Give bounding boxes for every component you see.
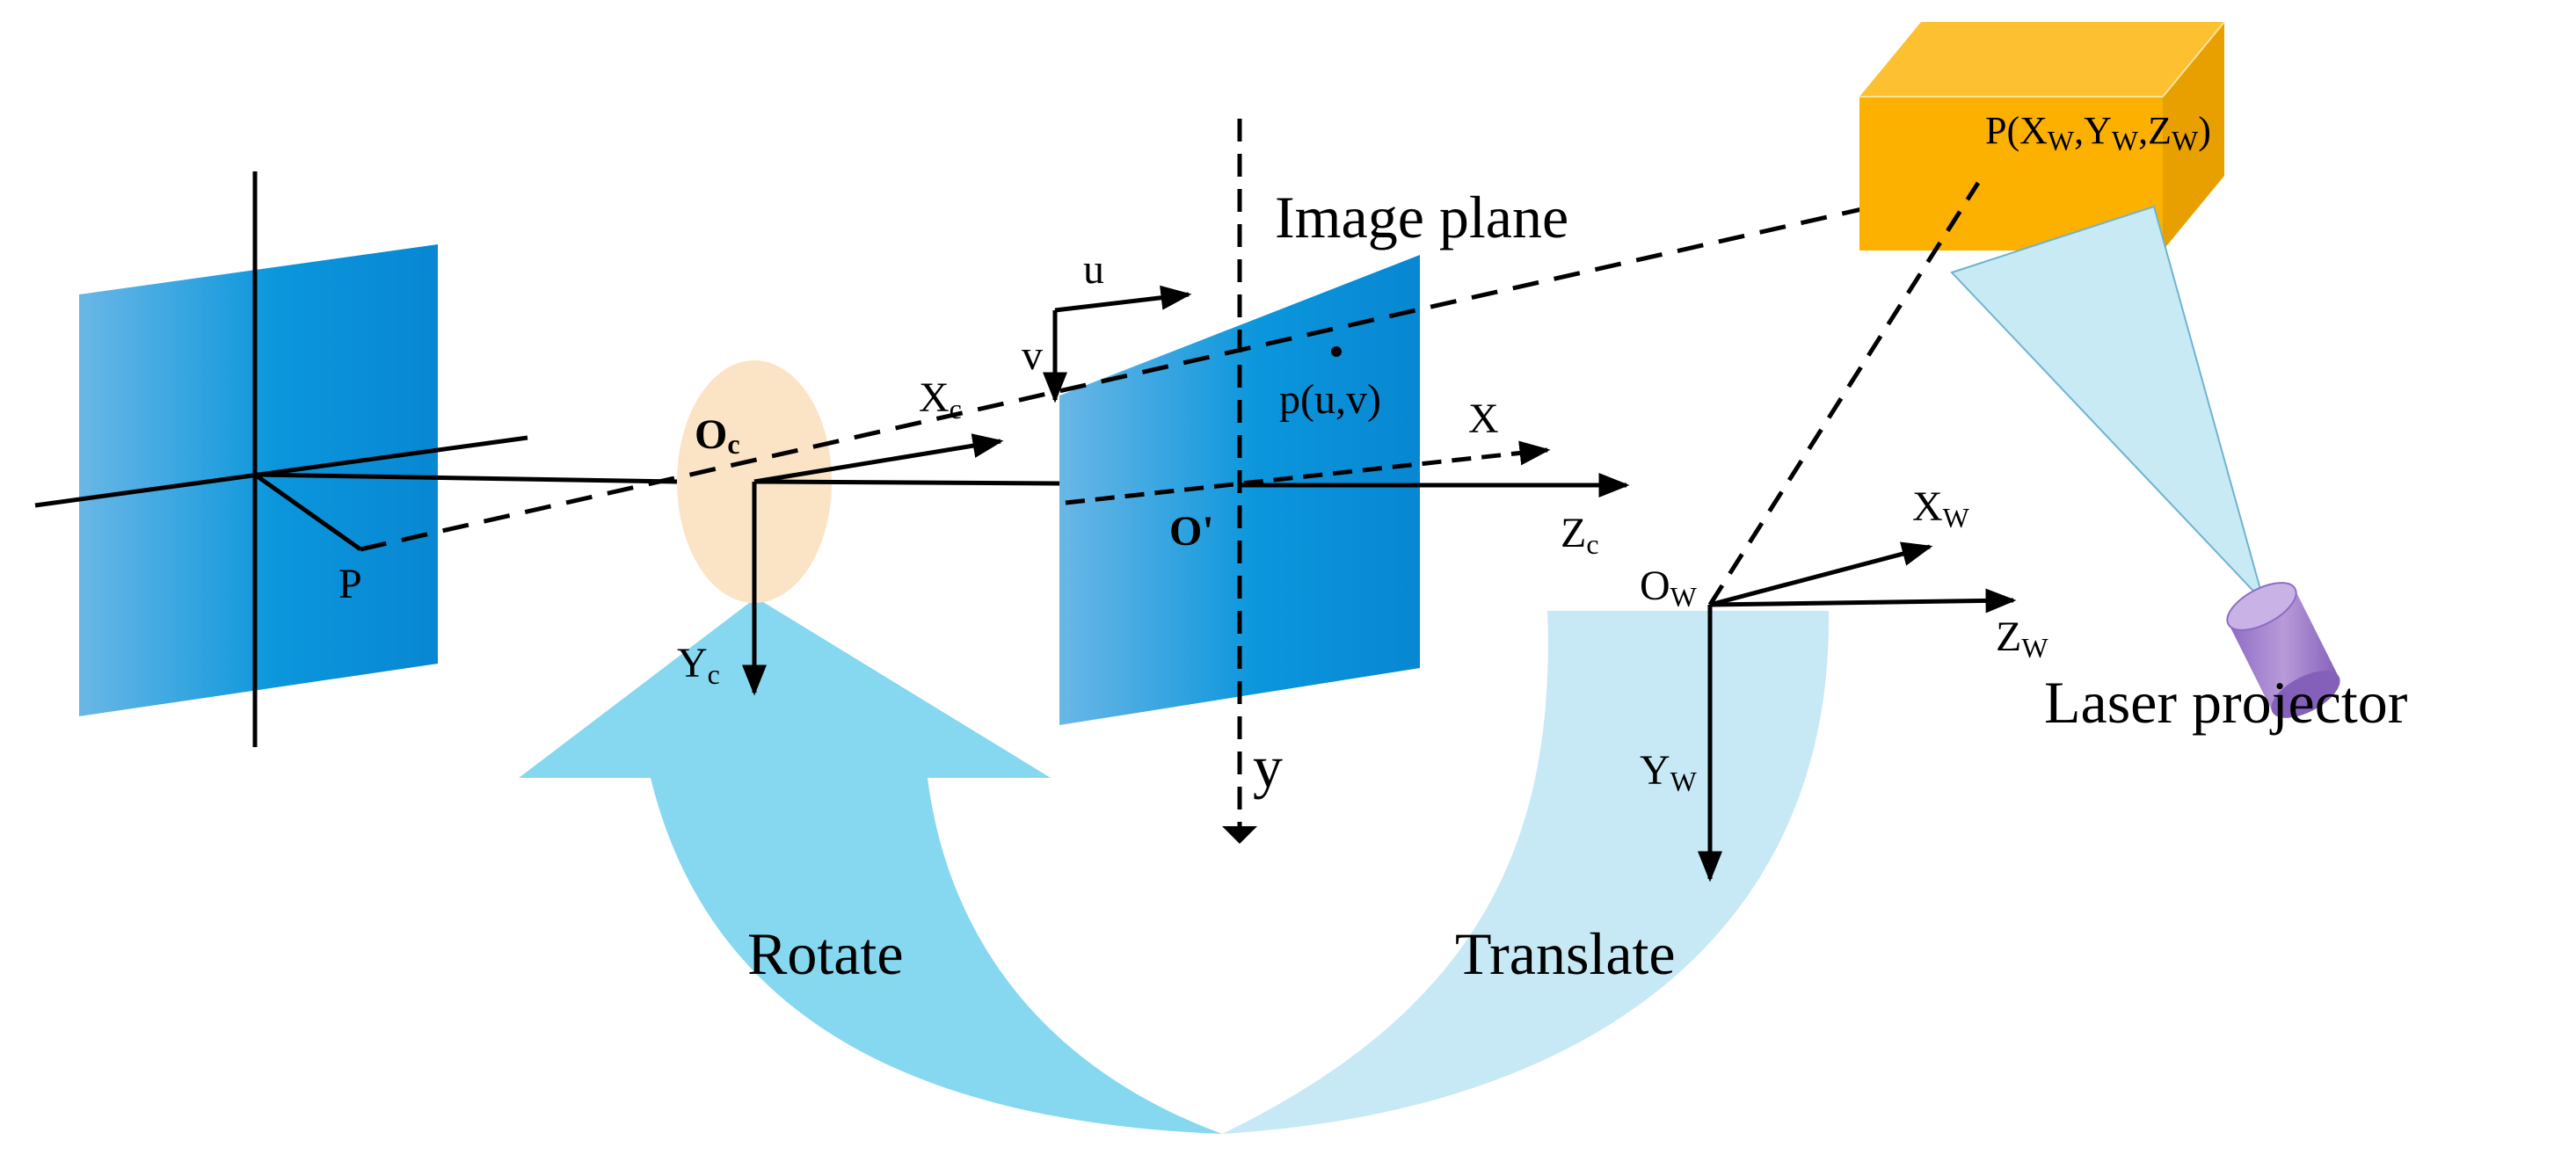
rotate-arrow (519, 598, 1222, 1134)
laser-projector (2226, 582, 2340, 718)
camera-x-axis (753, 433, 1004, 484)
world-point-label: P(XW,YW,ZW) (1985, 109, 2211, 156)
world-box-top (1859, 22, 2224, 97)
v-label: v (1022, 332, 1043, 379)
world-origin-label: OW (1640, 563, 1698, 613)
translate-arrow (1222, 611, 1830, 1134)
u-label: u (1083, 246, 1104, 293)
camera-origin-label: Oc (695, 411, 740, 460)
camera-x-label: Xc (919, 374, 962, 425)
translate-label: Translate (1455, 920, 1676, 987)
laser-projector-label: Laser projector (2044, 669, 2408, 736)
image-point-dot (1331, 346, 1342, 357)
world-x-label: XW (1912, 483, 1970, 534)
camera-z-label: Zc (1561, 510, 1599, 560)
optical-axis-left (254, 472, 678, 484)
u-axis-line (1054, 285, 1192, 313)
y-axis-arrowhead (1222, 826, 1257, 844)
x-axis-label: X (1468, 396, 1499, 442)
world-x-axis (1709, 541, 1933, 607)
world-z-label: ZW (1996, 614, 2048, 664)
camera-y-label: Yc (677, 640, 720, 690)
point-p-label: P (338, 561, 362, 607)
x-axis (1065, 440, 1551, 505)
world-y-label: YW (1640, 747, 1698, 797)
rotate-label: Rotate (747, 920, 904, 987)
world-dashed-line (1707, 181, 1981, 606)
object-plane-diagonal (253, 472, 362, 552)
object-plane (79, 244, 438, 716)
world-z-axis (1709, 588, 2017, 614)
optical-axis-mid (753, 479, 1060, 486)
world-box-edge-2 (2162, 21, 2225, 98)
laser-beam (1950, 205, 2265, 603)
origin-prime-label: O' (1169, 508, 1214, 555)
object-plane-horizontal-axis (34, 435, 528, 508)
y-axis-label: y (1253, 733, 1283, 800)
projection-ray (360, 180, 1979, 552)
image-point-label: p(u,v) (1279, 376, 1381, 423)
image-plane-label: Image plane (1275, 184, 1568, 250)
